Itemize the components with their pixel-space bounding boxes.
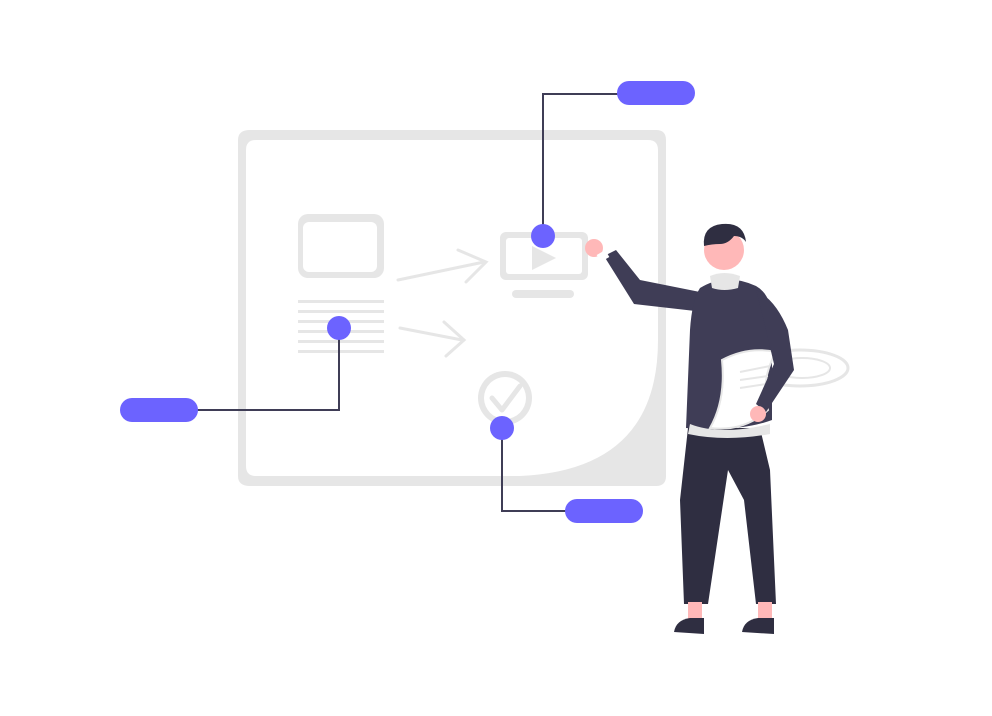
callout-pill-bottom bbox=[565, 499, 643, 523]
checkmark-icon bbox=[478, 371, 532, 425]
person-arm-raised bbox=[604, 250, 704, 312]
callout-pill-top bbox=[617, 81, 695, 105]
connector-top bbox=[542, 93, 620, 236]
connector-dots bbox=[327, 224, 555, 440]
person-arm-lower bbox=[756, 290, 794, 412]
dot-text bbox=[327, 316, 351, 340]
person-shoe-left bbox=[674, 618, 704, 634]
connector-bottom bbox=[501, 428, 568, 512]
connector-left bbox=[196, 328, 340, 411]
arrow-right-icon bbox=[396, 248, 489, 284]
whiteboard bbox=[238, 130, 666, 486]
whiteboard-surface bbox=[246, 140, 658, 476]
presenter-figure bbox=[585, 223, 794, 634]
dot-video bbox=[531, 224, 555, 248]
callout-pills bbox=[120, 81, 695, 523]
connector-lines bbox=[196, 93, 620, 512]
image-placeholder-icon bbox=[298, 214, 384, 278]
arrow-right-icon bbox=[398, 320, 467, 358]
dot-check bbox=[490, 416, 514, 440]
person-hair bbox=[703, 223, 746, 246]
person-legs bbox=[680, 428, 776, 604]
callout-pill-left bbox=[120, 398, 198, 422]
person-shoe-right bbox=[742, 618, 774, 634]
play-icon bbox=[500, 232, 588, 298]
